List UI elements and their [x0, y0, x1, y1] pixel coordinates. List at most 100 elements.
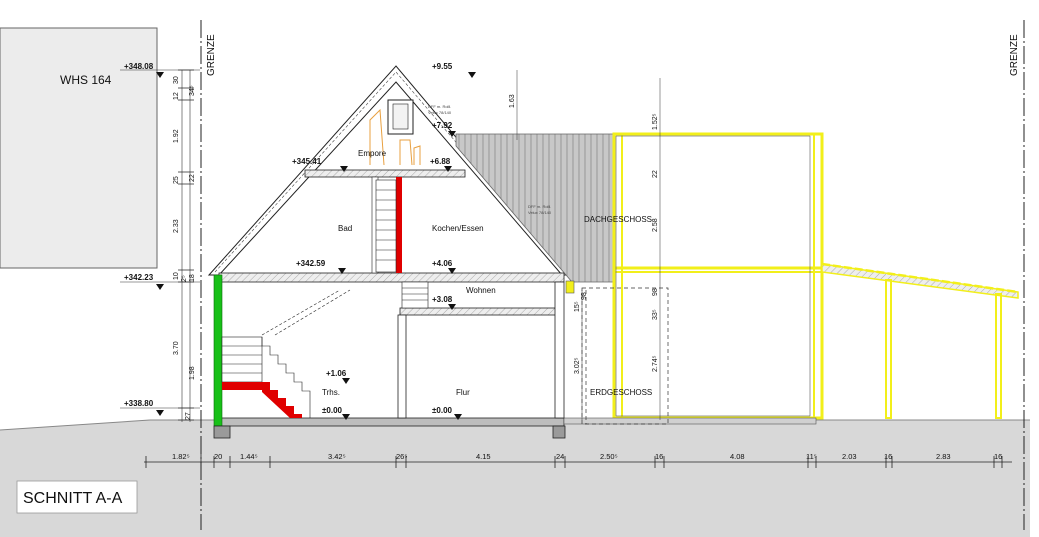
hdim-10: 11⁵: [806, 452, 817, 461]
level-roof-top: +9.55: [432, 62, 453, 71]
foundation-right: [552, 425, 566, 439]
dim-left-345: 34⁵: [189, 85, 196, 96]
level-106: +1.06: [326, 369, 347, 378]
level-792: +7.92: [432, 121, 453, 130]
level-arrow-406: [448, 268, 456, 274]
eaves-block: [565, 280, 575, 294]
room-erdgeschoss: ERDGESCHOSS: [590, 388, 652, 397]
level-308: +3.08: [432, 295, 453, 304]
wohnen-floor-slab: [399, 307, 557, 316]
dim-left-30: 30: [173, 76, 180, 84]
hdim-5: 4.15: [476, 452, 491, 461]
level-arrow-upper: [338, 268, 346, 274]
new-structure-outline: [615, 135, 811, 417]
dim-left-370: 3.70: [173, 341, 180, 355]
dim-inner-335: 33⁵: [652, 309, 659, 320]
red-wall-demolition: [396, 177, 402, 273]
dim-left-198: 1.98: [189, 366, 196, 380]
level-arrow-flur: [454, 414, 462, 420]
hdim-7: 2.50⁵: [600, 452, 618, 461]
ground-line: [0, 419, 151, 431]
red-stair: [222, 382, 302, 418]
inner-wall: [397, 314, 407, 419]
dim-inner-3025: 3.02⁵: [574, 357, 581, 374]
hdim-2: 1.44⁵: [240, 452, 258, 461]
room-empore: Empore: [358, 149, 387, 158]
level-ground-ref: +338.80: [124, 399, 154, 408]
boundary-label-right: GRENZE: [1009, 34, 1020, 76]
dim-inner-258: 2.58: [652, 218, 659, 232]
dim-inner-1525: 1.52⁵: [652, 113, 659, 130]
hdim-6: 24: [556, 452, 564, 461]
dim-left-192: 1.92: [173, 129, 180, 143]
wohnen-stair: [401, 281, 429, 309]
room-trhs: Trhs.: [322, 388, 340, 397]
dim-left-22: 22: [189, 174, 196, 182]
upper-floor-slab: [218, 272, 565, 283]
level-arrow-688: [444, 166, 452, 172]
hdim-8: 16: [655, 452, 663, 461]
room-bad: Bad: [338, 224, 352, 233]
room-dachgeschoss: DACHGESCHOSS: [584, 215, 652, 224]
hdim-4: 26⁵: [396, 452, 407, 461]
level-688: +6.88: [430, 157, 451, 166]
level-upper-floor: +342.59: [296, 259, 326, 268]
dim-left-25: 25: [173, 176, 180, 184]
horizontal-dim-ticks: [145, 452, 1003, 468]
boundary-label-left: GRENZE: [206, 34, 217, 76]
level-arrow-ground: [156, 410, 164, 416]
dim-left-25b: 2⁵: [181, 275, 188, 282]
window-note-top-2: Velux 78/140: [428, 110, 452, 115]
hdim-1: 20: [214, 452, 222, 461]
attic-stair: [375, 179, 397, 273]
room-kochen: Kochen/Essen: [432, 224, 484, 233]
ground: [0, 420, 1030, 537]
ground-floor-slab: [218, 417, 565, 427]
carport-post-2: [995, 293, 1002, 419]
dim-left-18: 18: [189, 274, 196, 282]
drawing-title: SCHNITT A-A: [23, 490, 123, 507]
hdim-12: 16: [884, 452, 892, 461]
window-note-top: DFF m. Rolll.: [428, 104, 451, 109]
wall-right: [554, 281, 565, 419]
room-flur: Flur: [456, 388, 470, 397]
attic-floor-slab: [304, 169, 466, 178]
dim-inner-22: 22: [652, 170, 659, 178]
hatched-roof-volume: [455, 133, 616, 283]
hdim-0: 1.82⁵: [172, 452, 190, 461]
new-structure-yellow: [612, 132, 824, 420]
window-note-mid: DFF m. Rolll.: [528, 204, 551, 209]
level-arrow-roof-top: [468, 72, 476, 78]
neighbor-label: WHS 164: [60, 73, 112, 87]
hdim-11: 2.03: [842, 452, 857, 461]
erdgeschoss-outline: [581, 287, 669, 425]
carport-roof: [821, 263, 1019, 299]
level-arrow-attic: [340, 166, 348, 172]
level-arrow-792: [448, 131, 456, 137]
level-top-left: +348.08: [124, 62, 154, 71]
title-box: [16, 480, 138, 514]
insulation-sketch: [369, 108, 421, 166]
dim-inner-155: 15⁵: [574, 301, 581, 312]
level-arrow-308: [448, 304, 456, 310]
foundation-left: [213, 425, 231, 439]
dim-left-12: 12: [173, 92, 180, 100]
window-note-mid-2: Velux 78/140: [528, 210, 552, 215]
dim-left-27: 27: [185, 412, 192, 420]
dim-inner-98: 98: [652, 288, 659, 296]
hdim-9: 4.08: [730, 452, 745, 461]
level-trhs-floor: ±0.00: [322, 406, 343, 415]
hdim-14: 16: [994, 452, 1002, 461]
right-ground-slab: [563, 417, 817, 425]
dim-inner-2745: 2.74⁵: [652, 355, 659, 372]
neighbor-building: [0, 27, 158, 269]
dim-inner-98b: 98: [581, 292, 588, 300]
exterior-wall-green: [213, 274, 223, 427]
dim-left-10: 10: [173, 272, 180, 280]
roof-window-frame: [392, 103, 409, 130]
hdim-13: 2.83: [936, 452, 951, 461]
level-arrow-trhs: [342, 414, 350, 420]
level-flur-floor: ±0.00: [432, 406, 453, 415]
carport-post-1: [885, 279, 892, 419]
